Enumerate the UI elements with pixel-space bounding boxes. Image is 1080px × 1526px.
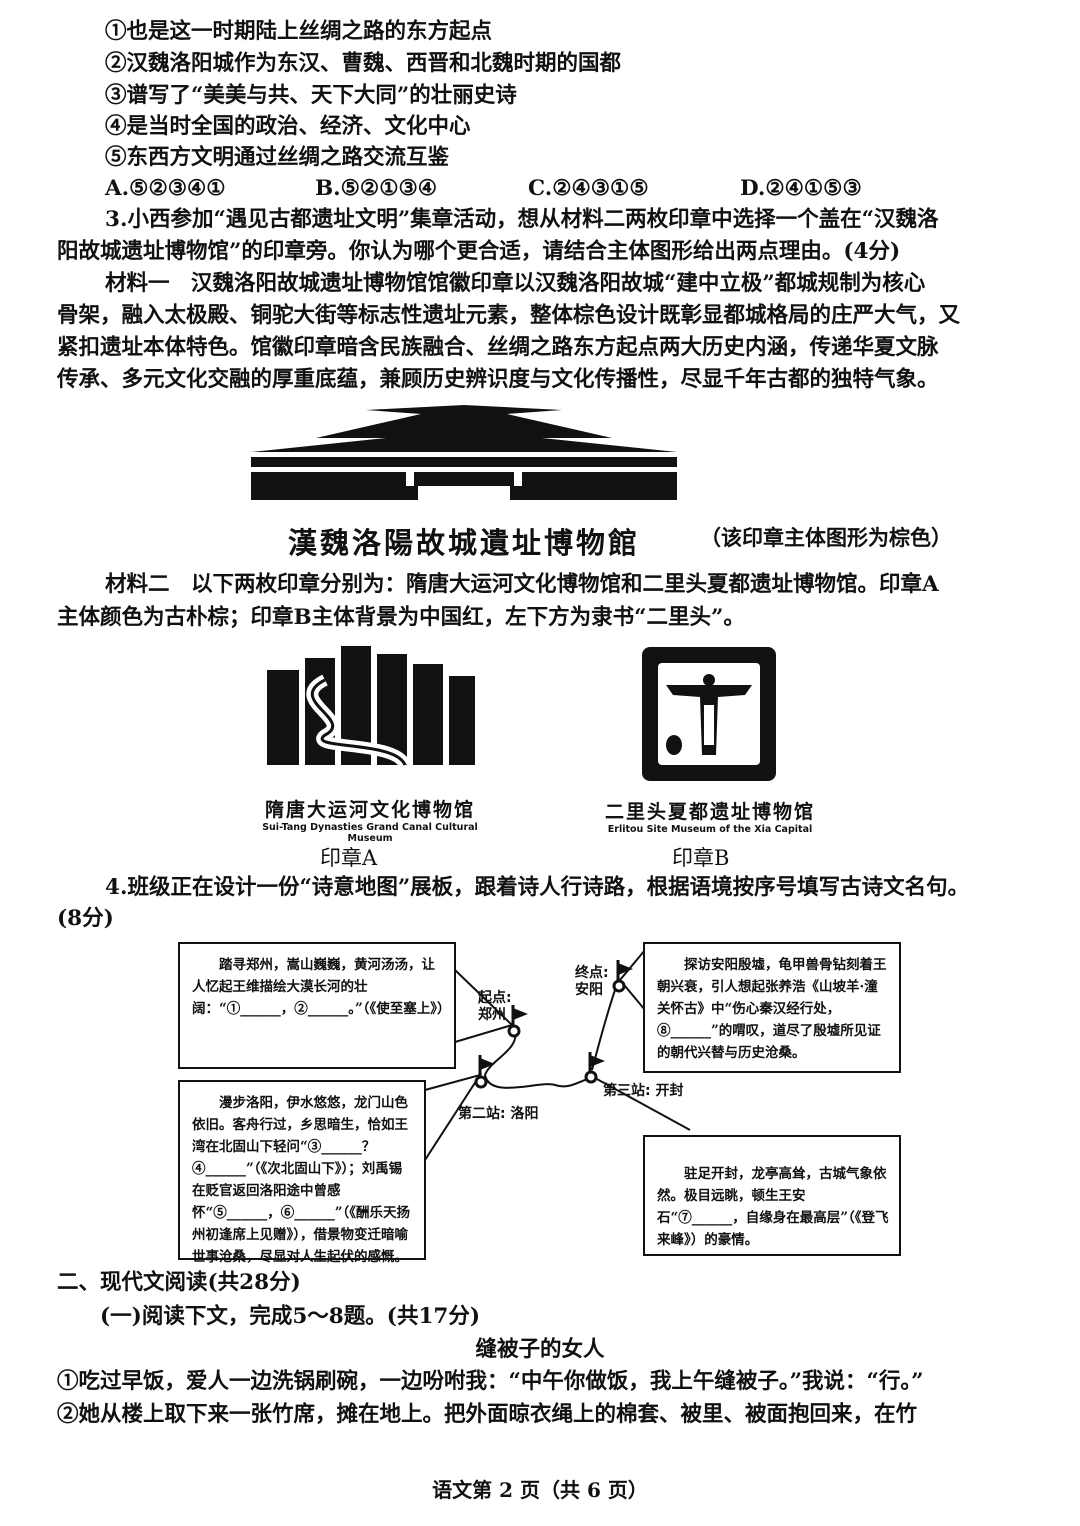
station-end: 终点: 安阳	[575, 965, 609, 998]
q4-line-1: 4.班级正在设计一份“诗意地图”展板，跟着诗人行诗路，根据语境按序号填写古诗文名…	[105, 875, 970, 900]
stamp-b-label: 印章B	[672, 846, 730, 870]
section-heading: 二、现代文阅读(共28分)	[57, 1270, 301, 1295]
article-para-1: ①吃过早饭，爱人一边洗锅刷碗，一边吩咐我：“中午你做饭，我上午缝被子。”我说：“…	[57, 1369, 924, 1394]
museum-building-logo	[251, 405, 677, 500]
stamp-a-caption: 隋唐大运河文化博物馆 Sui-Tang Dynasties Grand Cana…	[240, 795, 500, 844]
stamp-b-cn: 二里头夏都遗址博物馆	[604, 801, 815, 823]
seal-main-name: 漢魏洛陽故城遺址博物館	[287, 526, 640, 560]
q3-line-1: 3.小西参加“遇见古都遗址文明”集章活动，想从材料二两枚印章中选择一个盖在“汉魏…	[105, 207, 939, 232]
poetry-map-route	[424, 949, 691, 1161]
material2-line-1: 材料二 以下两枚印章分别为：隋唐大运河文化博物馆和二里头夏都遗址博物馆。印章A	[105, 572, 939, 597]
stamp-b-logo	[642, 647, 776, 781]
option-c: C.②④③①⑤	[528, 176, 649, 201]
q3-line-2: 阳故城遗址博物馆”的印章旁。你认为哪个更合适，请结合主体图形给出两点理由。(4分…	[57, 239, 901, 264]
box-luoyang: 漫步洛阳，伊水悠悠，龙门山色依旧。客舟行过，乡思暗生，恰如王湾在北固山下轻问“③…	[178, 1080, 426, 1265]
q2-item-1: ①也是这一时期陆上丝绸之路的东方起点	[105, 19, 493, 44]
stamp-a-logo	[267, 646, 475, 769]
box-zhengzhou: 踏寻郑州，嵩山巍巍，黄河汤汤，让人忆起王维描绘大漠长河的壮阔：“①______，…	[178, 942, 456, 1069]
article-title: 缝被子的女人	[475, 1337, 605, 1362]
seal-main-note: （该印章主体图形为棕色）	[700, 525, 952, 550]
material2-line-2: 主体颜色为古朴棕；印章B主体背景为中国红，左下方为隶书“二里头”。	[57, 605, 745, 630]
box-kaifeng: 驻足开封，龙亭高耸，古城气象依然。极目远眺，顿生王安石“⑦______，自缘身在…	[643, 1135, 901, 1256]
station-third: 第三站: 开封	[603, 1083, 684, 1099]
q4-line-2: (8分)	[57, 906, 114, 931]
material1-line-1: 材料一 汉魏洛阳故城遗址博物馆馆徽印章以汉魏洛阳故城“建中立极”都城规制为核心	[105, 271, 926, 296]
material1-line-2: 骨架，融入太极殿、铜驼大街等标志性遗址元素，整体棕色设计既彰显都城格局的庄严大气…	[57, 303, 961, 328]
option-a: A.⑤②③④①	[105, 176, 226, 201]
material1-line-4: 传承、多元文化交融的厚重底蕴，兼顾历史辨识度与文化传播性，尽显千年古都的独特气象…	[57, 367, 939, 392]
q2-item-3: ③谱写了“美美与共、天下大同”的壮丽史诗	[105, 83, 517, 108]
q2-item-2: ②汉魏洛阳城作为东汉、曹魏、西晋和北魏时期的国都	[105, 51, 622, 76]
box-anyang: 探访安阳殷墟，龟甲兽骨钻刻着王朝兴衰，引人想起张养浩《山坡羊·潼关怀古》中“伤心…	[643, 942, 901, 1073]
stamp-a-label: 印章A	[320, 846, 378, 870]
section-sub: (一)阅读下文，完成5～8题。(共17分)	[100, 1304, 481, 1329]
page-footer: 语文第 2 页（共 6 页）	[432, 1478, 648, 1502]
stamp-a-en: Sui-Tang Dynasties Grand Canal Cultural …	[262, 822, 478, 844]
stamp-b-en: Erlitou Site Museum of the Xia Capital	[607, 824, 813, 835]
stamp-b-caption: 二里头夏都遗址博物馆 Erlitou Site Museum of the Xi…	[590, 797, 830, 835]
q2-item-5: ⑤东西方文明通过丝绸之路交流互鉴	[105, 145, 450, 170]
stamp-a-cn: 隋唐大运河文化博物馆	[264, 799, 475, 821]
option-d: D.②④①⑤③	[740, 176, 862, 201]
station-second: 第二站: 洛阳	[458, 1106, 539, 1122]
material1-line-3: 紧扣遗址本体特色。馆徽印章暗含民族融合、丝绸之路东方起点两大历史内涵，传递华夏文…	[57, 335, 939, 360]
station-start: 起点: 郑州	[478, 990, 512, 1023]
option-b: B.⑤②①③④	[315, 176, 438, 201]
article-para-2: ②她从楼上取下来一张竹席，摊在地上。把外面晾衣绳上的棉套、被里、被面抱回来，在竹	[57, 1402, 918, 1427]
q2-item-4: ④是当时全国的政治、经济、文化中心	[105, 114, 471, 139]
